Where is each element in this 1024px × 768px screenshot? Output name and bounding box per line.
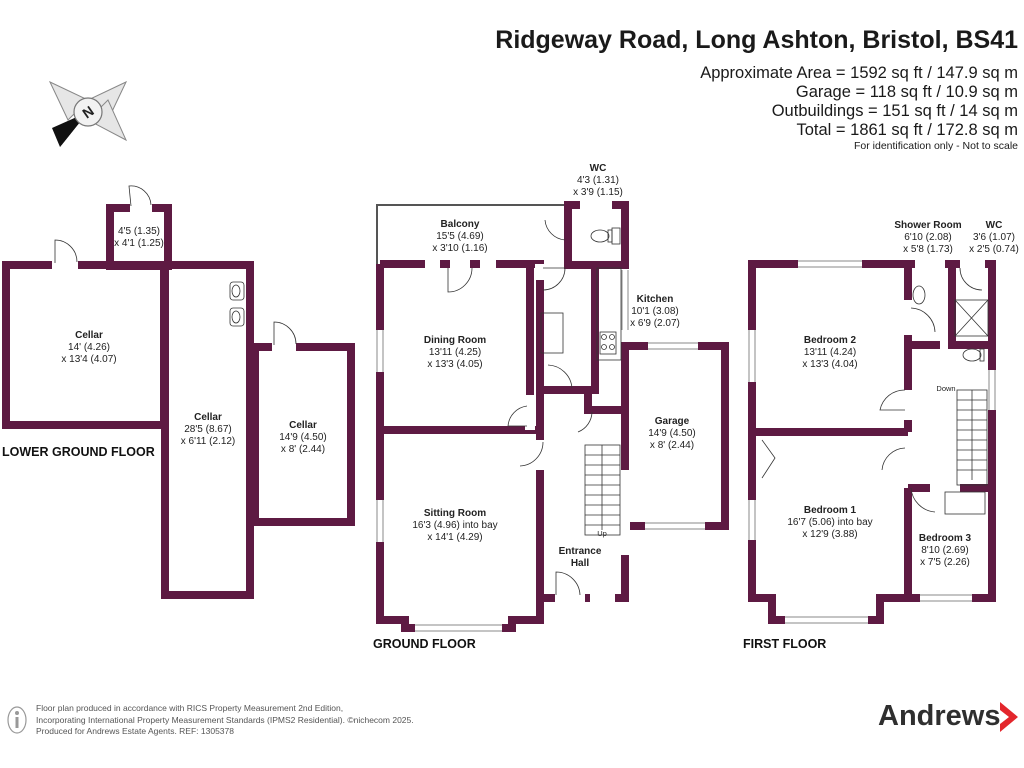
wc-first-dim2: x 2'5 (0.74) xyxy=(969,244,1019,255)
dining-room-name: Dining Room xyxy=(424,335,486,346)
bedroom-1-name: Bedroom 1 xyxy=(804,505,857,516)
bedroom-1-dim2: x 12'9 (3.88) xyxy=(802,529,857,540)
property-title: Ridgeway Road, Long Ashton, Bristol, BS4… xyxy=(495,26,1018,54)
cellar-1-name: Cellar xyxy=(75,330,103,341)
shower-room-dim2: x 5'8 (1.73) xyxy=(903,244,953,255)
cellar-2-dim1: 28'5 (8.67) xyxy=(184,424,232,435)
footer-line-3: Produced for Andrews Estate Agents. REF:… xyxy=(36,726,234,736)
garage-area: Garage = 118 sq ft / 10.9 sq m xyxy=(795,83,1018,101)
approximate-area: Approximate Area = 1592 sq ft / 147.9 sq… xyxy=(700,64,1018,82)
outbuildings-area: Outbuildings = 151 sq ft / 14 sq m xyxy=(771,102,1018,120)
balcony-dim1: 15'5 (4.69) xyxy=(436,231,484,242)
ground-floor-plan: WC 4'3 (1.31) x 3'9 (1.15) Balcony 15'5 … xyxy=(373,163,729,651)
stairs-up-label: Up xyxy=(597,529,607,538)
ground-floor-label: GROUND FLOOR xyxy=(373,637,476,651)
cellar-3-dim2: x 8' (2.44) xyxy=(281,444,325,455)
bedroom-2-name: Bedroom 2 xyxy=(804,335,857,346)
bedroom-3-dim2: x 7'5 (2.26) xyxy=(920,557,970,568)
sitting-room-dim1: 16'3 (4.96) into bay xyxy=(412,520,497,531)
cellar-3-dim1: 14'9 (4.50) xyxy=(279,432,327,443)
cellar-store-dim1: 4'5 (1.35) xyxy=(118,226,160,237)
bedroom-2-dim1: 13'11 (4.24) xyxy=(804,347,856,358)
kitchen-name: Kitchen xyxy=(637,294,674,305)
first-floor-plan: Shower Room 6'10 (2.08) x 5'8 (1.73) WC … xyxy=(743,220,1019,651)
wc-ground-dim1: 4'3 (1.31) xyxy=(577,175,619,186)
first-floor-label: FIRST FLOOR xyxy=(743,637,826,651)
balcony-dim2: x 3'10 (1.16) xyxy=(432,243,487,254)
cellar-3-name: Cellar xyxy=(289,420,317,431)
lower-ground-floor-plan: 4'5 (1.35) x 4'1 (1.25) Cellar 14' (4.26… xyxy=(0,185,355,599)
footer-disclaimer: Floor plan produced in accordance with R… xyxy=(36,703,414,738)
bedroom-3-dim1: 8'10 (2.69) xyxy=(921,545,969,556)
compass-rose-icon: N xyxy=(48,80,128,147)
brand-logo-text: Andrews xyxy=(878,700,1001,732)
kitchen-dim2: x 6'9 (2.07) xyxy=(630,318,680,329)
sitting-room-dim2: x 14'1 (4.29) xyxy=(427,532,482,543)
wc-first-dim1: 3'6 (1.07) xyxy=(973,232,1015,243)
entrance-hall-name-line2: Hall xyxy=(571,558,590,569)
shower-room-dim1: 6'10 (2.08) xyxy=(904,232,952,243)
sitting-room-name: Sitting Room xyxy=(424,508,486,519)
footer-line-1: Floor plan produced in accordance with R… xyxy=(36,703,344,713)
cellar-2-dim2: x 6'11 (2.12) xyxy=(181,436,236,447)
garage-dim2: x 8' (2.44) xyxy=(650,440,694,451)
brand-chevron-icon xyxy=(1000,702,1018,732)
dining-room-dim2: x 13'3 (4.05) xyxy=(427,359,482,370)
shower-room-name: Shower Room xyxy=(894,220,961,231)
dining-room-dim1: 13'11 (4.25) xyxy=(429,347,481,358)
info-person-icon xyxy=(7,706,27,734)
balcony-name: Balcony xyxy=(441,219,480,230)
stairs-down-label: Down xyxy=(936,384,955,393)
entrance-hall-name-line1: Entrance xyxy=(559,546,602,557)
bedroom-1-dim1: 16'7 (5.06) into bay xyxy=(787,517,872,528)
wc-ground-dim2: x 3'9 (1.15) xyxy=(573,187,623,198)
cellar-1-dim2: x 13'4 (4.07) xyxy=(61,354,116,365)
total-area: Total = 1861 sq ft / 172.8 sq m xyxy=(796,121,1018,139)
footer-line-2: Incorporating International Property Mea… xyxy=(36,714,414,725)
lower-ground-floor-label: LOWER GROUND FLOOR xyxy=(2,445,155,459)
wc-ground-name: WC xyxy=(590,163,607,174)
garage-dim1: 14'9 (4.50) xyxy=(648,428,696,439)
cellar-store-dim2: x 4'1 (1.25) xyxy=(114,238,164,249)
kitchen-dim1: 10'1 (3.08) xyxy=(631,306,679,317)
scale-note: For identification only - Not to scale xyxy=(854,140,1018,152)
cellar-1-dim1: 14' (4.26) xyxy=(68,342,110,353)
bedroom-2-dim2: x 13'3 (4.04) xyxy=(802,359,857,370)
garage-name: Garage xyxy=(655,416,690,427)
cellar-2-name: Cellar xyxy=(194,412,222,423)
wc-first-name: WC xyxy=(986,220,1003,231)
bedroom-3-name: Bedroom 3 xyxy=(919,533,972,544)
